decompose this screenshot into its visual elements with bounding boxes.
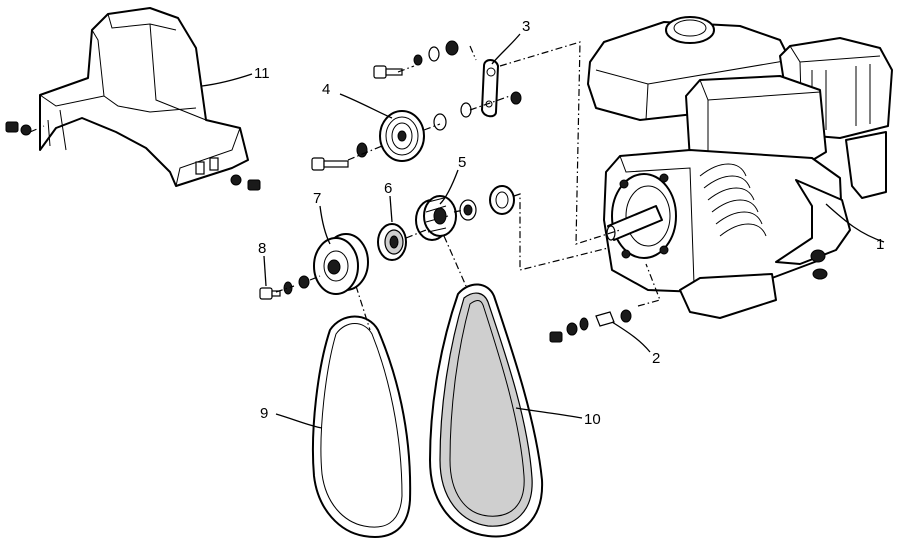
drive-washers	[459, 185, 515, 221]
crank-key-fasteners	[549, 309, 632, 343]
idler-spacers	[433, 91, 522, 131]
callout-3: 3	[522, 18, 530, 35]
callout-labels: 1 2 3 4 5 6 7 8 9 10 11	[254, 18, 884, 428]
upper-washers	[413, 40, 459, 66]
callout-5: 5	[458, 154, 466, 171]
large-v-belt	[429, 283, 544, 538]
driven-pulley	[313, 233, 369, 295]
callout-7: 7	[313, 190, 321, 207]
callout-4: 4	[322, 81, 330, 98]
driven-bolt	[259, 275, 310, 300]
callout-6: 6	[384, 180, 392, 197]
callout-8: 8	[258, 240, 266, 257]
leader-lines	[201, 33, 885, 429]
guard-left-bolt	[5, 121, 32, 136]
idler-pulley	[379, 110, 425, 162]
assembly-lines	[29, 41, 661, 331]
engine	[587, 16, 893, 319]
callout-10: 10	[584, 411, 601, 428]
small-v-belt	[311, 315, 412, 538]
belt-guard	[39, 7, 249, 187]
mounting-bracket	[481, 59, 499, 118]
drive-pulley	[415, 195, 457, 241]
callout-1: 1	[876, 236, 884, 253]
callout-9: 9	[260, 405, 268, 422]
callout-11: 11	[254, 65, 270, 82]
callout-2: 2	[652, 350, 660, 367]
upper-bolt	[373, 65, 403, 79]
engine-mount-nuts	[810, 249, 828, 280]
bearing	[377, 223, 407, 261]
idler-bolt	[311, 142, 368, 171]
guard-right-bolt	[230, 174, 261, 191]
